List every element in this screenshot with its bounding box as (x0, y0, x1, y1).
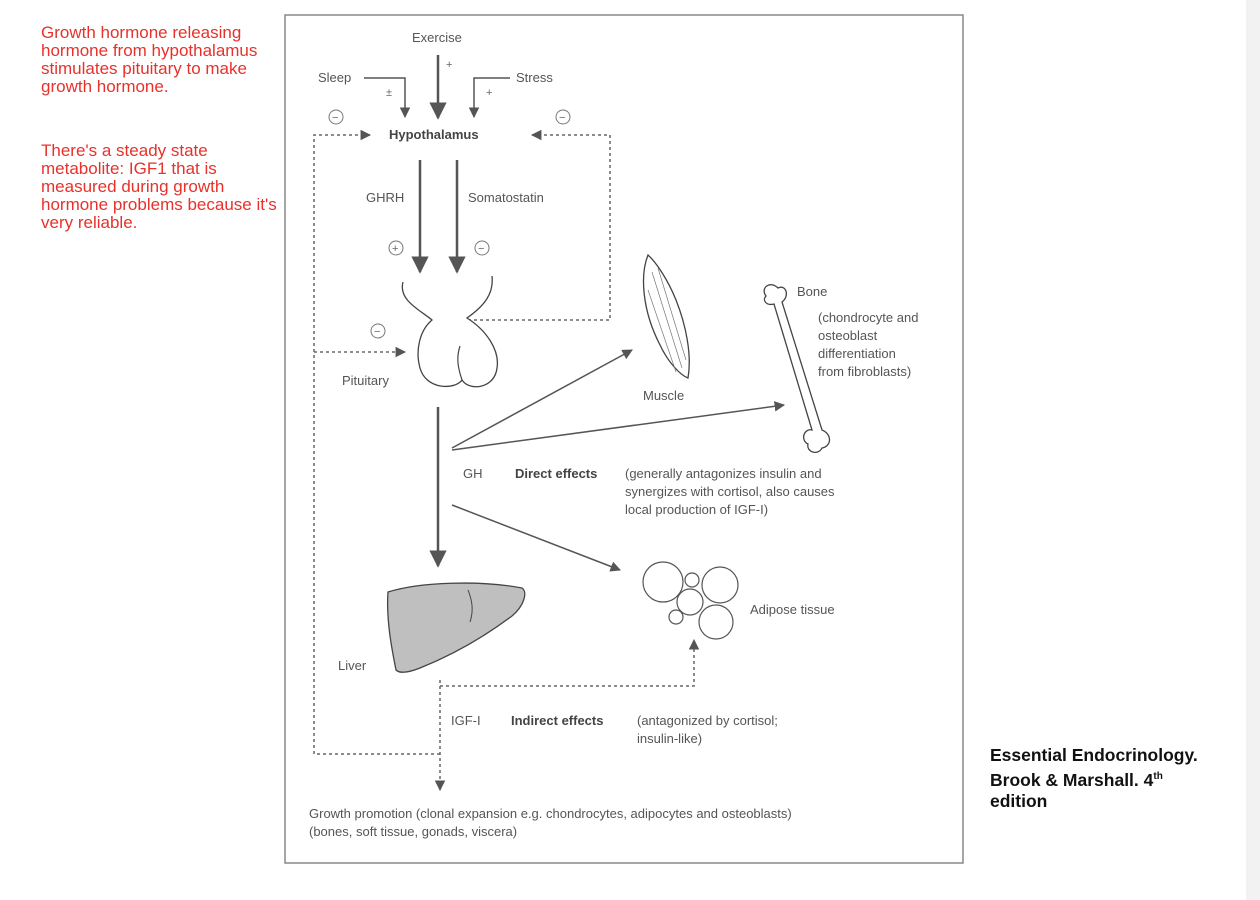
ghrh-plus-circle (388, 240, 404, 256)
muscle-shape (642, 253, 690, 379)
growth-promotion-line: (bones, soft tissue, gonads, viscera) (309, 824, 517, 839)
muscle-label: Muscle (643, 388, 684, 403)
gh-to-adipose-arrow (451, 504, 621, 572)
sleep-label: Sleep (318, 70, 351, 85)
adipose-label: Adipose tissue (750, 602, 835, 617)
citation-line-2-text: Brook & Marshall. 4 (990, 769, 1154, 790)
feedback-minus-circle-right (555, 109, 571, 125)
gh-to-bone-arrow (451, 401, 786, 451)
gh-label: GH (463, 466, 483, 481)
somatostatin-minus-sign: − (478, 243, 484, 255)
feedback-minus-sign-right: − (559, 112, 565, 124)
direct-effects-label: Direct effects (515, 466, 597, 481)
growth-promotion-line: Growth promotion (clonal expansion e.g. … (309, 806, 792, 821)
indirect-effects-note: (antagonized by cortisol; insulin-like) (637, 713, 778, 746)
annotation-igf1-note: There's a steady state metabolite: IGF1 … (41, 141, 277, 232)
indirect-effects-label: Indirect effects (511, 713, 603, 728)
stress-label: Stress (516, 70, 553, 85)
sleep-arrow (364, 77, 411, 119)
bone-note-line: osteoblast (818, 328, 878, 343)
bone-label: Bone (797, 284, 827, 299)
direct-effects-note: (generally antagonizes insulin and syner… (625, 466, 835, 517)
direct-note-line: local production of IGF-I) (625, 502, 768, 517)
citation-line-2: Brook & Marshall. 4th (990, 766, 1250, 791)
ghrh-plus-sign: + (392, 243, 398, 255)
feedback-minus-circle-pituitary (370, 323, 386, 339)
citation: Essential Endocrinology. Brook & Marshal… (990, 745, 1250, 812)
sleep-plus-minus-sign: ± (386, 87, 392, 99)
hypothalamus-label: Hypothalamus (389, 127, 479, 142)
stress-plus-sign: + (486, 87, 492, 99)
bone-shape (763, 284, 831, 454)
annotation-ghrh-note: Growth hormone releasing hormone from hy… (41, 23, 258, 96)
exercise-label: Exercise (412, 30, 462, 45)
somatostatin-label: Somatostatin (468, 190, 544, 205)
somatostatin-minus-circle (474, 240, 490, 256)
indirect-note-line: (antagonized by cortisol; (637, 713, 778, 728)
liver-label: Liver (338, 658, 367, 673)
bone-note-line: from fibroblasts) (818, 364, 911, 379)
pituitary-lobe-divider (457, 345, 463, 381)
direct-note-line: (generally antagonizes insulin and (625, 466, 822, 481)
muscle-fibers (647, 267, 687, 373)
bone-note: (chondrocyte and osteoblast differentiat… (818, 310, 918, 379)
adipose-cells (642, 561, 739, 640)
window-edge-strip (1246, 0, 1260, 900)
citation-sup: th (1153, 771, 1163, 782)
diagram-frame (284, 14, 964, 864)
citation-line-1: Essential Endocrinology. (990, 745, 1198, 765)
bone-note-line: differentiation (818, 346, 896, 361)
right-feedback-line (468, 129, 611, 321)
liver-shape (386, 582, 526, 673)
feedback-minus-sign-left: − (332, 112, 338, 124)
feedback-minus-sign-pituitary: − (374, 326, 380, 338)
left-feedback-line (313, 129, 440, 755)
citation-line-3: edition (990, 790, 1048, 811)
stress-arrow (468, 77, 510, 119)
exercise-plus-sign: + (446, 59, 452, 71)
gh-to-muscle-arrow (451, 349, 633, 449)
feedback-minus-circle-left (328, 109, 344, 125)
growth-promotion-text: Growth promotion (clonal expansion e.g. … (309, 806, 792, 839)
ghrh-label: GHRH (366, 190, 404, 205)
liver-to-adipose-dashed-arrow (439, 638, 700, 687)
pituitary-label: Pituitary (342, 373, 389, 388)
indirect-note-line: insulin-like) (637, 731, 702, 746)
igf-label: IGF-I (451, 713, 481, 728)
direct-note-line: synergizes with cortisol, also causes (625, 484, 835, 499)
bone-note-line: (chondrocyte and (818, 310, 918, 325)
liver-lobe-line (467, 589, 473, 623)
